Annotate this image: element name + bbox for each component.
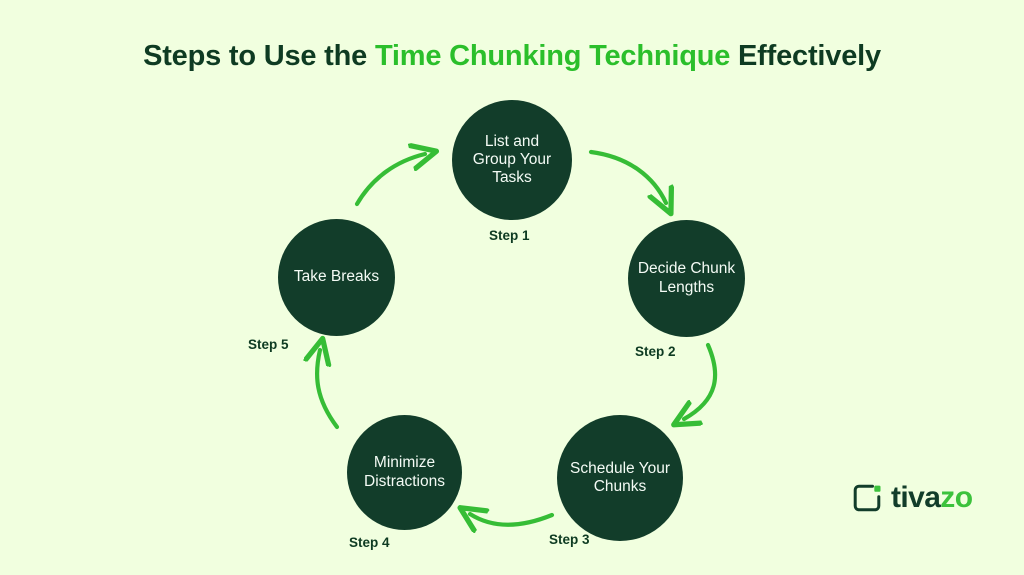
page-title: Steps to Use the Time Chunking Technique…: [0, 40, 1024, 73]
node-1-line-3: Tasks: [492, 169, 532, 187]
cycle-node-step-1[interactable]: List and Group Your Tasks: [452, 100, 572, 220]
cycle-node-step-2[interactable]: Decide Chunk Lengths: [628, 220, 745, 337]
node-1-line-2: Group Your: [472, 150, 552, 168]
arrow-step4-to-step5: [317, 350, 340, 430]
step-label-3: Step 3: [549, 532, 590, 547]
node-3-line-2: Chunks: [593, 478, 647, 495]
node-2-line-1: Decide Chunk: [637, 260, 736, 278]
node-1-line-1: List and: [484, 132, 540, 150]
title-part-after: Effectively: [730, 40, 881, 72]
node-5-line-1: Take Breaks: [293, 268, 380, 286]
cycle-node-step-4[interactable]: Minimize Distractions: [347, 415, 462, 530]
node-3-line-1: Schedule Your: [570, 459, 670, 477]
step-label-4: Step 4: [349, 535, 390, 550]
step-label-5: Step 5: [248, 337, 289, 352]
arrow-step5-to-step1: [354, 154, 425, 207]
arrow-step1-to-step2: [588, 149, 666, 203]
step-label-1: Step 1: [489, 228, 530, 243]
node-2-line-2: Lengths: [658, 278, 715, 296]
node-4-line-2: Distractions: [364, 472, 445, 490]
step-label-2: Step 2: [635, 344, 676, 359]
arrow-step2-to-step3: [684, 342, 718, 419]
cycle-node-step-5[interactable]: Take Breaks: [278, 219, 395, 336]
node-4-line-1: Minimize: [373, 454, 436, 472]
title-part-accent: Time Chunking Technique: [374, 40, 731, 72]
title-part-before: Steps to Use the: [143, 40, 375, 72]
arrow-step3-to-step4: [470, 514, 555, 525]
cycle-node-step-3[interactable]: Schedule Your Chunks: [557, 415, 683, 541]
logo-text-dark: tiva: [891, 481, 941, 514]
logo-wordmark: tivazo: [891, 481, 973, 514]
brand-logo[interactable]: tivazo: [852, 481, 973, 514]
rounded-square-notch-icon: [852, 483, 882, 513]
logo-text-light: zo: [940, 481, 973, 514]
